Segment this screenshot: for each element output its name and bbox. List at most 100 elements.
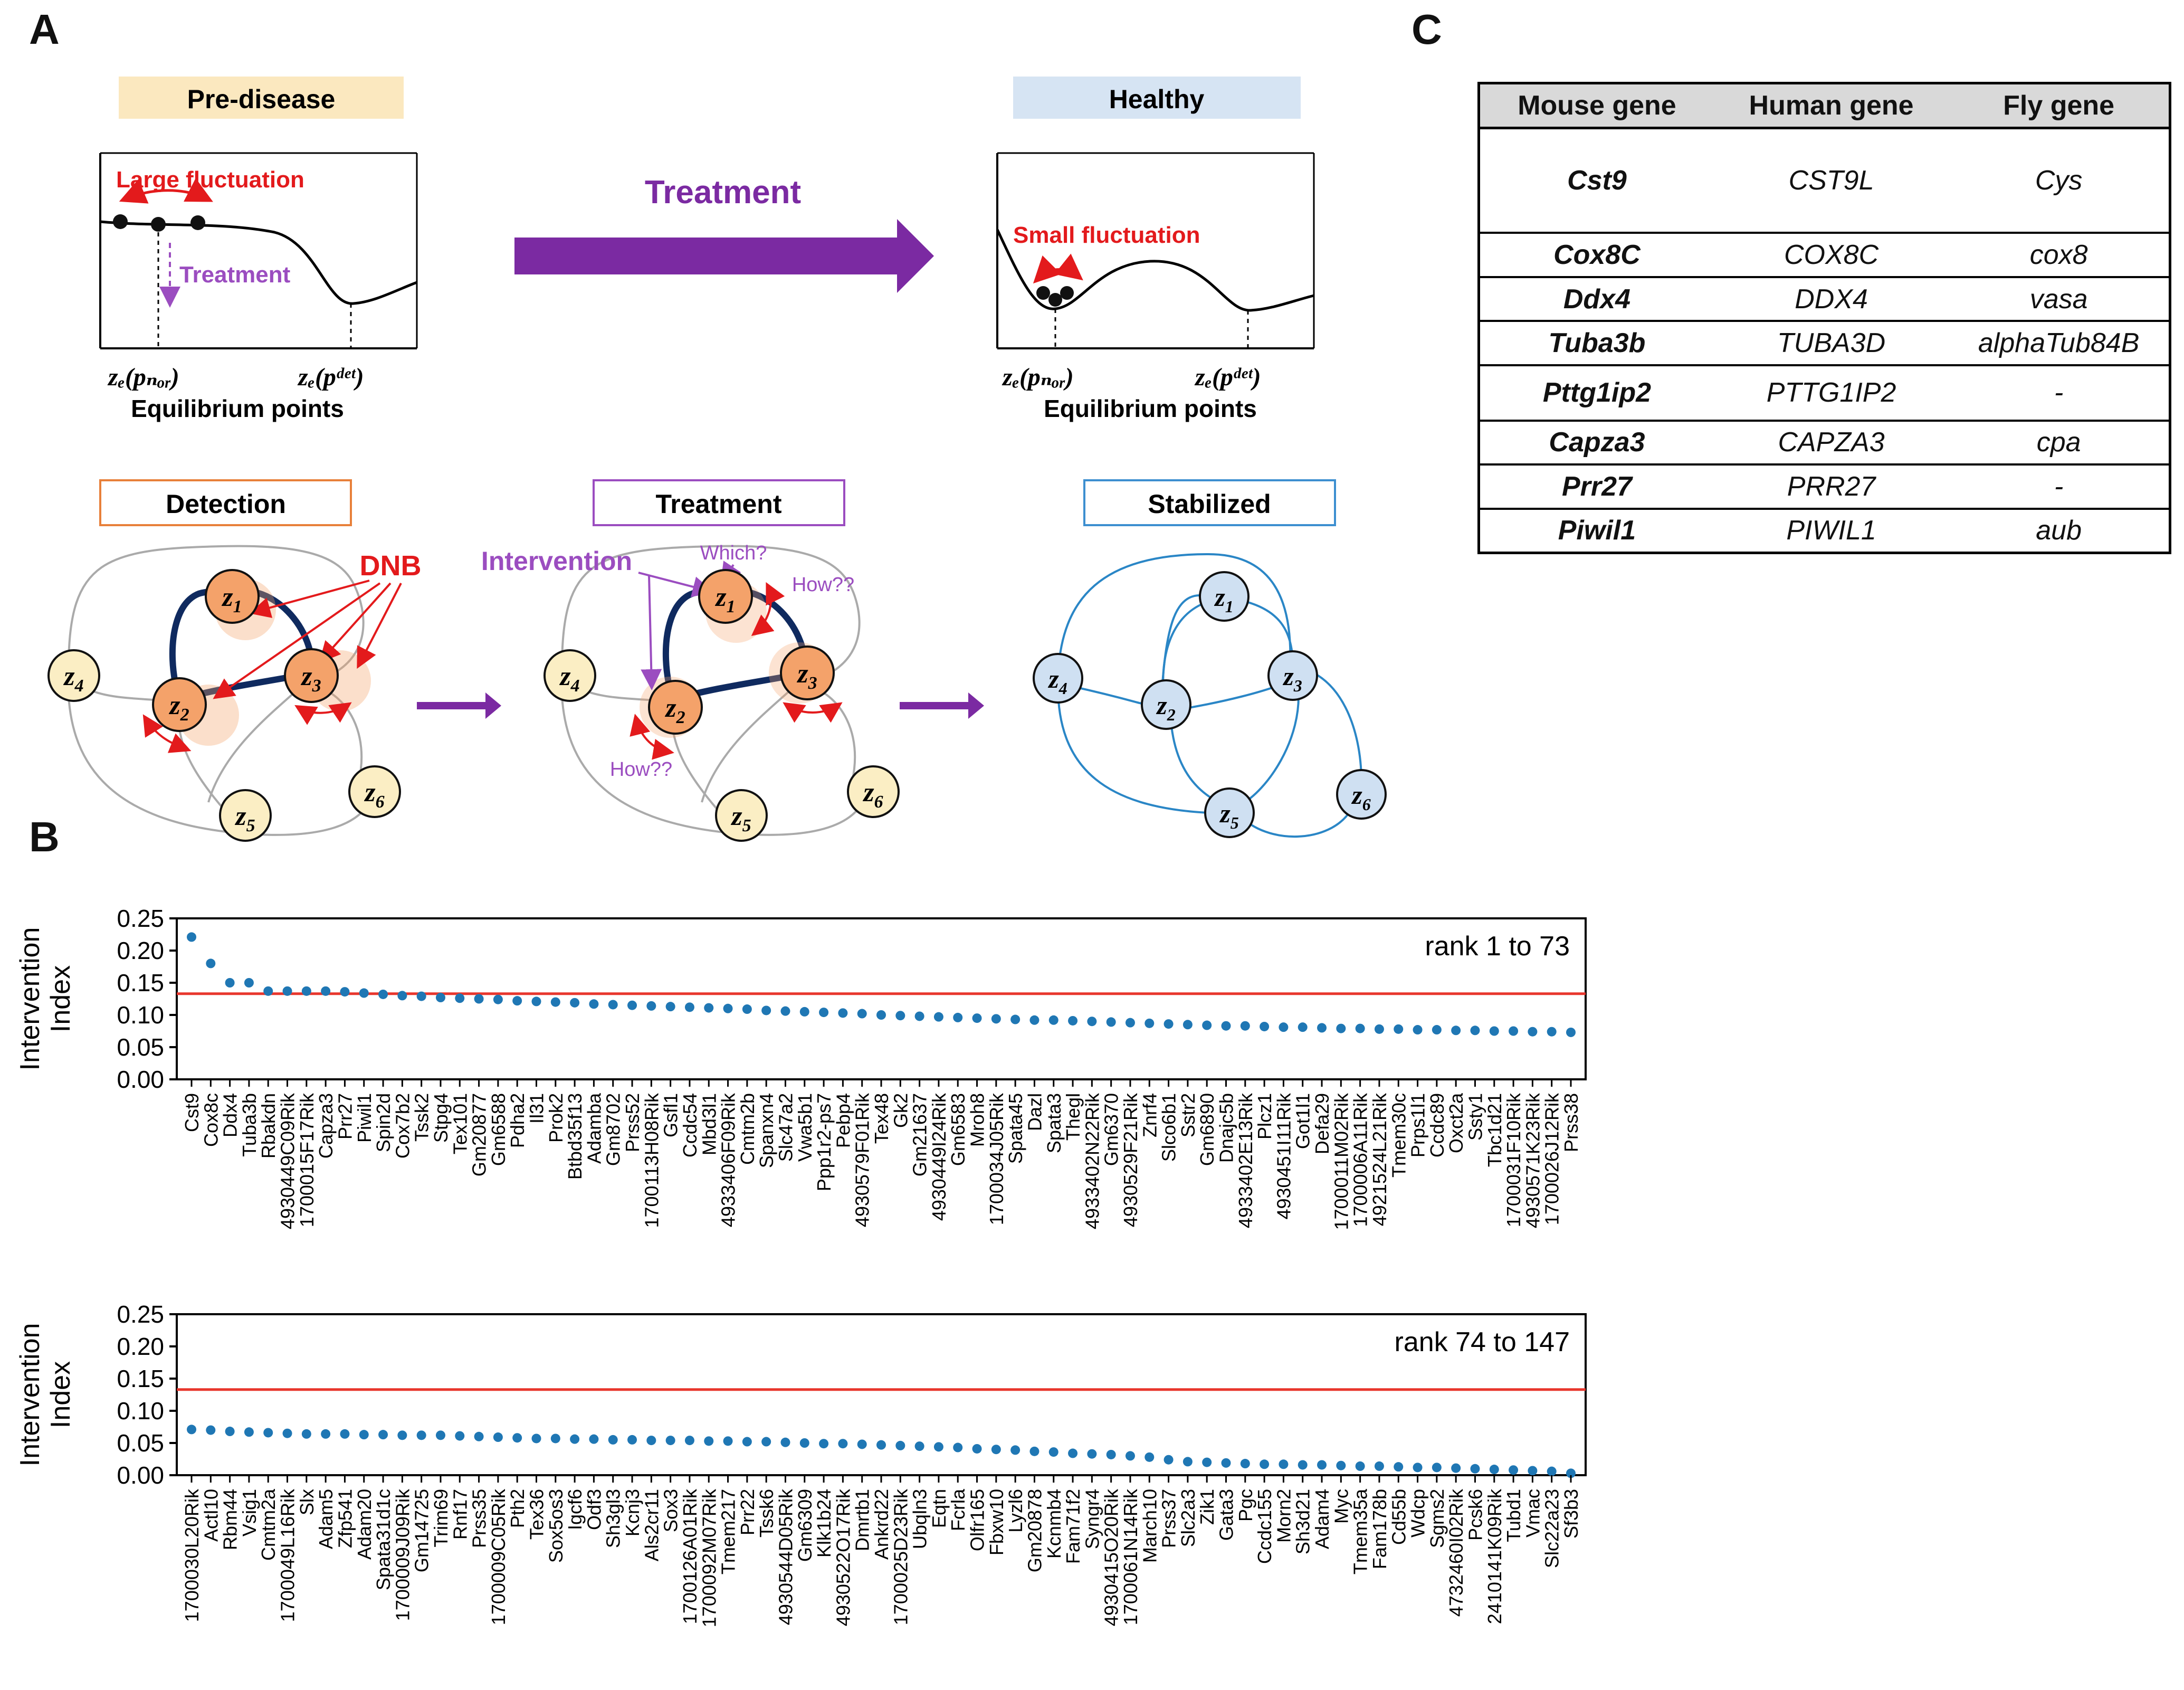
x-tick-label: Sh3gl3 — [603, 1489, 624, 1548]
x-tick-label: Prss38 — [1560, 1093, 1582, 1152]
x-tick-label: 4933406F09Rik — [718, 1093, 739, 1227]
data-point — [1298, 1460, 1308, 1470]
data-point — [704, 1436, 714, 1446]
data-point — [1068, 1015, 1078, 1026]
x-tick-label: Fcrla — [947, 1488, 969, 1531]
data-point — [1317, 1023, 1327, 1033]
x-tick-label: Kcnmb4 — [1043, 1489, 1065, 1559]
y-tick-label: 0.25 — [117, 1300, 164, 1328]
cell-fly-gene: cpa — [1949, 420, 2170, 466]
x-tick-label: Fbxw10 — [986, 1489, 1007, 1555]
treatment-big-arrow — [514, 219, 934, 293]
x-tick-label: Spata3 — [1043, 1093, 1065, 1153]
x-tick-label: Olfr165 — [967, 1489, 988, 1551]
data-point — [933, 1442, 943, 1452]
data-point — [359, 988, 369, 998]
y-axis-label: InterventionIndex — [15, 1323, 76, 1467]
svg-text:z5: z5 — [1219, 799, 1238, 832]
intervention-chart-rank-74-147: 0.000.050.100.150.200.25InterventionInde… — [15, 1300, 1587, 1627]
cell-fly-gene: Cys — [1949, 128, 2170, 234]
detection-label-box — [99, 479, 352, 526]
panel-a-diagram: Pre-disease Large fluctuation Treatment … — [47, 77, 1387, 842]
x-tick-label: Tmem35a — [1350, 1488, 1371, 1574]
data-point — [857, 1439, 867, 1449]
data-point — [416, 1430, 426, 1440]
x-tick-label: Prss52 — [622, 1093, 643, 1152]
x-tick-label: Ssty1 — [1464, 1093, 1486, 1141]
data-point — [1010, 1445, 1021, 1455]
data-point — [1451, 1463, 1461, 1473]
data-point — [761, 1437, 771, 1447]
data-point — [187, 1425, 196, 1435]
data-point — [665, 1436, 675, 1446]
x-tick-label: Gata3 — [1216, 1489, 1237, 1541]
treatment-big-label: Treatment — [645, 174, 801, 211]
y-tick-label: 0.00 — [117, 1066, 164, 1093]
data-point — [1355, 1023, 1365, 1033]
x-tick-label: Kcnj3 — [622, 1489, 643, 1536]
x-tick-label: Tex48 — [871, 1093, 892, 1144]
data-point — [819, 1008, 829, 1018]
data-point — [1182, 1020, 1193, 1030]
data-point — [780, 1437, 790, 1447]
cell-fly-gene: cox8 — [1949, 233, 2170, 278]
x-tick-label: Gm6583 — [947, 1093, 969, 1166]
svg-text:z1: z1 — [1214, 582, 1233, 616]
x-tick-label: Sgms2 — [1426, 1489, 1448, 1548]
x-tick-label: 4732460I02Rik — [1445, 1488, 1467, 1617]
intervention-label: Intervention — [481, 546, 632, 576]
data-point — [1336, 1460, 1346, 1470]
data-point — [608, 1000, 618, 1010]
data-point — [397, 1430, 407, 1440]
healthy-plot — [996, 152, 1315, 349]
x-tick-label: Znrf4 — [1139, 1093, 1160, 1137]
x-tick-label: 1700113H08Rik — [641, 1093, 662, 1228]
x-tick-label: Pdha2 — [507, 1093, 528, 1148]
node-z5-detection: z5 — [219, 789, 272, 842]
cell-human-gene: COX8C — [1713, 233, 1949, 278]
x-tick-label: Btbd35f13 — [564, 1093, 586, 1180]
x-tick-label: Gm6309 — [794, 1489, 816, 1562]
node-z4-stabilized: z4 — [1033, 653, 1083, 704]
x-tick-label: Sox5os3 — [545, 1489, 567, 1563]
large-fluct-label: Large fluctuation — [116, 167, 304, 193]
chart-annotation: rank 74 to 147 — [1395, 1327, 1570, 1357]
x-tick-label: Cmtm2b — [737, 1093, 758, 1165]
cell-human-gene: PIWIL1 — [1786, 515, 1876, 546]
x-tick-label: 4930451I11Rik — [1273, 1093, 1294, 1220]
x-tick-label: 1700034J05Rik — [986, 1093, 1007, 1225]
cell-human-gene: PRR27 — [1713, 464, 1949, 510]
x-tick-label: Sstr2 — [1177, 1093, 1199, 1137]
x-tick-label: 1700009J09Rik — [392, 1488, 413, 1621]
x-tick-label: Cd55b — [1388, 1489, 1409, 1545]
cell-human-gene: DDX4 — [1713, 277, 1949, 322]
x-tick-label: 1700015F17Rik — [296, 1093, 318, 1227]
data-point — [1547, 1466, 1557, 1476]
node-z5-stabilized: z5 — [1204, 787, 1255, 838]
header-fly-gene: Fly gene — [1949, 83, 2170, 129]
data-point — [1029, 1015, 1039, 1025]
data-point — [1547, 1027, 1557, 1037]
data-point — [589, 999, 599, 1009]
x-tick-label: 1700031F10Rik — [1503, 1093, 1524, 1227]
data-point — [378, 1430, 388, 1440]
data-point — [1298, 1022, 1308, 1032]
x-tick-label: Prr27 — [334, 1093, 356, 1140]
x-tick-label: Pgc — [1235, 1489, 1256, 1522]
data-point — [493, 1432, 503, 1442]
data-point — [1336, 1023, 1346, 1033]
how-label-bottom: How?? — [610, 758, 672, 781]
data-point — [1317, 1460, 1327, 1470]
x-tick-label: Rnf17 — [449, 1489, 471, 1540]
svg-text:z5: z5 — [234, 801, 255, 835]
x-tick-label: 1700126A01Rik — [679, 1488, 701, 1624]
x-tick-label: 4921524L21Rik — [1369, 1093, 1390, 1226]
x-tick-label: Fam71f2 — [1062, 1489, 1084, 1564]
node-z1-treatment: z1 — [698, 569, 753, 624]
data-point — [1528, 1466, 1538, 1476]
svg-text:z2: z2 — [1156, 690, 1175, 724]
x-tick-label: 1700049L16Rik — [277, 1488, 299, 1622]
x-tick-label: 4930449I24Rik — [928, 1093, 950, 1221]
